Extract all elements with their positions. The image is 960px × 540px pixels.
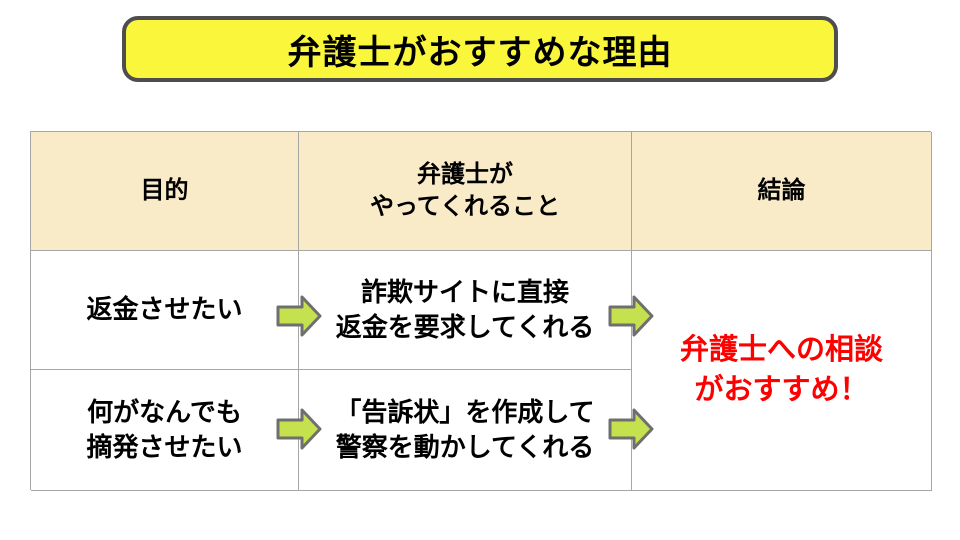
comparison-table: 目的 弁護士が やってくれること 結論 返金させたい 詐欺サイトに直接 返金を要… [30,131,932,491]
flow-arrow-icon [608,295,654,337]
row2-purpose-cell: 何がなんでも 摘発させたい [31,370,299,491]
conclusion-cell: 弁護士への相談 がおすすめ！ [632,251,932,491]
row1-action-cell: 詐欺サイトに直接 返金を要求してくれる [299,251,632,370]
header-cell-purpose: 目的 [31,132,299,251]
flow-arrow-icon [276,408,322,450]
header-cell-lawyer-action: 弁護士が やってくれること [299,132,632,251]
flow-arrow-icon [276,295,322,337]
flow-arrow-icon [608,408,654,450]
row2-action-cell: 「告訴状」を作成して 警察を動かしてくれる [299,370,632,491]
header-cell-conclusion: 結論 [632,132,932,251]
page-title: 弁護士がおすすめな理由 [287,33,673,72]
title-banner: 弁護士がおすすめな理由 [122,16,838,82]
row1-purpose-cell: 返金させたい [31,251,299,370]
